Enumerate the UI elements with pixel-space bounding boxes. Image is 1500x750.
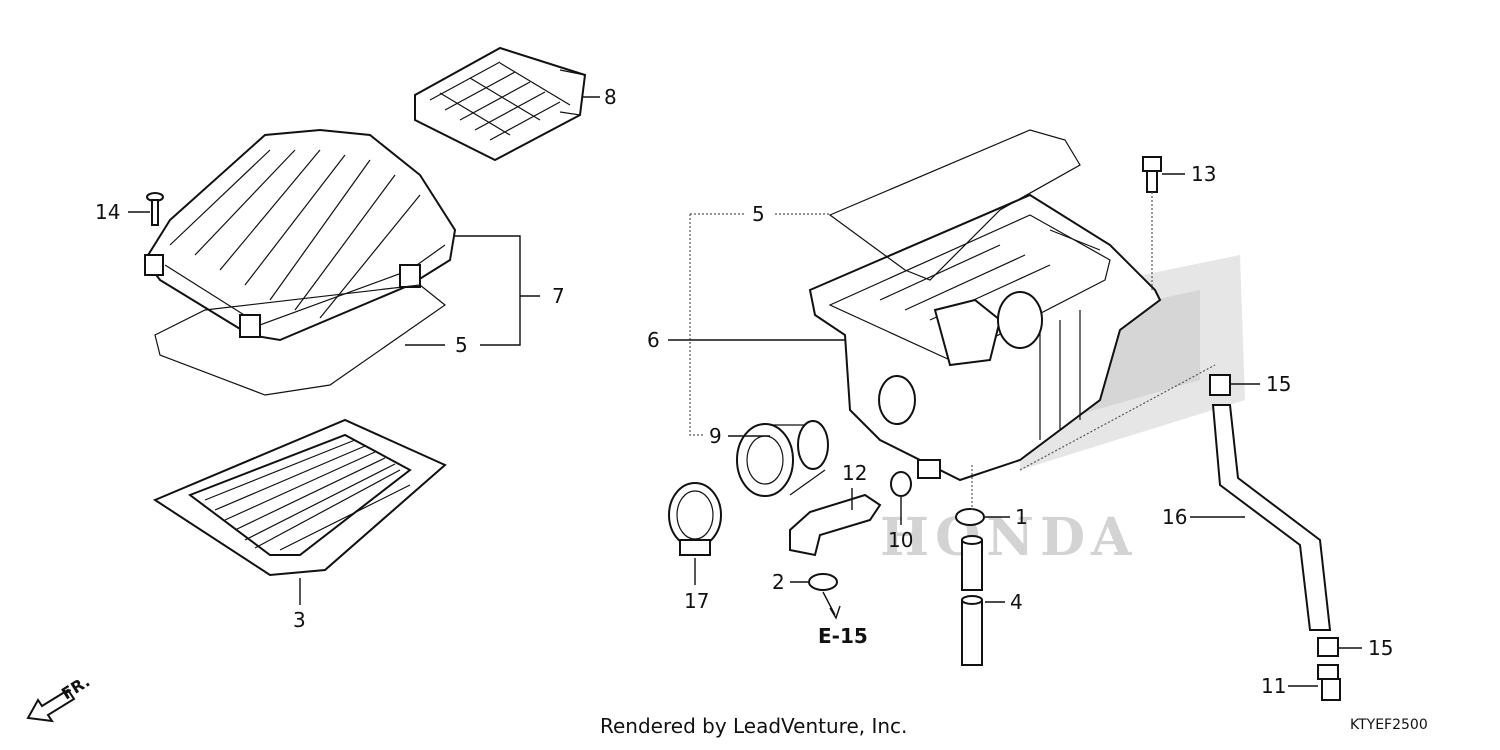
tube-clip-part [1209,374,1339,657]
callout-5-case: 5 [752,202,765,226]
callout-17: 17 [684,589,709,613]
callout-7: 7 [552,284,565,308]
plug-part [1317,664,1341,701]
cover-gasket-part [154,284,447,396]
screw-part [146,192,164,226]
callout-11: 11 [1261,674,1286,698]
case-gasket-part [828,129,1081,281]
connecting-tube-part [736,420,829,497]
callout-2: 2 [772,570,785,594]
drain-clip-part [955,508,985,526]
callout-labels: 8 14 7 5 3 5 6 9 13 15 16 15 11 1 4 12 1… [95,85,1393,698]
leader-lines [128,96,1362,687]
callout-5-upper: 5 [455,333,468,357]
callout-8: 8 [604,85,617,109]
render-credit: Rendered by LeadVenture, Inc. [600,714,907,738]
reference-e15: E-15 [818,624,868,648]
callout-13: 13 [1191,162,1216,186]
callout-6: 6 [647,328,660,352]
callout-15-lower: 15 [1368,636,1393,660]
air-cleaner-case-part [808,193,1162,482]
svg-text:HONDA: HONDA [880,507,1137,568]
small-clip-part [890,471,912,497]
intake-duct-part [414,46,587,162]
front-direction-indicator: FR. [26,672,93,723]
callout-9: 9 [709,424,722,448]
breather-tube-part [1211,404,1332,631]
callout-15-upper: 15 [1266,372,1291,396]
drain-tube-part [961,535,983,666]
callout-1: 1 [1015,505,1028,529]
clip-part [808,573,838,591]
callout-3: 3 [293,608,306,632]
band-clamp-part [668,482,722,556]
diagram-code: KTYEF2500 [1350,717,1428,733]
tube-part [789,493,882,557]
callout-16: 16 [1162,505,1187,529]
callout-10: 10 [888,528,913,552]
callout-14: 14 [95,200,120,224]
callout-12: 12 [842,461,867,485]
air-filter-element-part [152,418,447,577]
bolt-part [1142,156,1162,193]
callout-4: 4 [1010,590,1023,614]
front-arrow-icon [26,688,76,723]
air-cleaner-cover-part [143,128,457,342]
